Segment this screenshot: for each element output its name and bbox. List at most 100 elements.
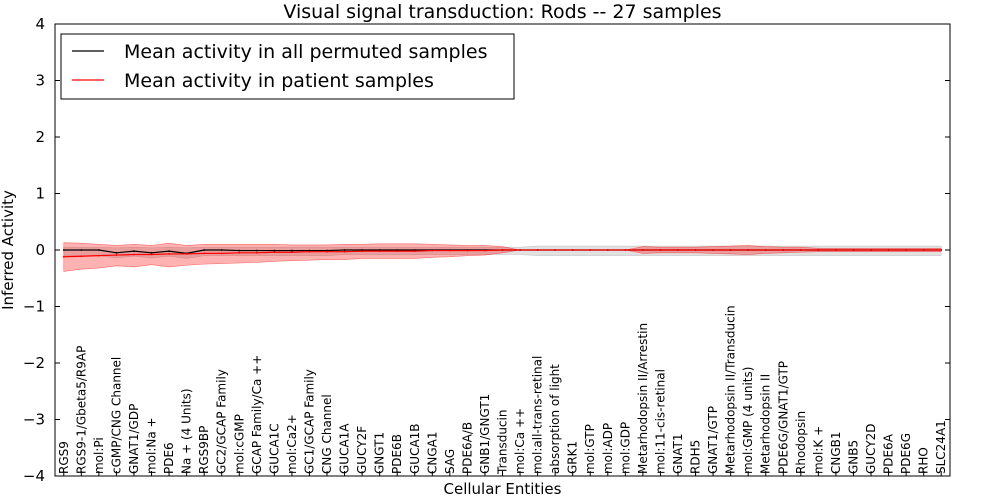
- x-tick-label: GUCY2F: [355, 426, 369, 474]
- x-tick-label: PDE6A: [882, 433, 896, 474]
- x-tick-label: absorption of light: [548, 364, 562, 474]
- data-point: [905, 249, 908, 251]
- x-tick-label: CNGB1: [829, 431, 843, 474]
- data-point: [185, 253, 188, 255]
- band-permuted: [63, 245, 942, 259]
- data-point: [606, 249, 609, 251]
- x-tick-label: RGS9BP: [197, 426, 211, 474]
- data-point: [291, 251, 293, 254]
- x-tick-label: GNAT1/GTP: [706, 406, 720, 474]
- data-point: [817, 249, 820, 251]
- data-point: [255, 251, 258, 254]
- data-point: [291, 249, 293, 252]
- data-point: [203, 252, 206, 255]
- data-point: [361, 250, 364, 253]
- data-point: [747, 249, 750, 251]
- data-point: [922, 249, 925, 251]
- x-tick-label: Metarhodopsin II/Transducin: [724, 305, 738, 474]
- data-point: [799, 249, 802, 251]
- y-tick-label: 3: [35, 72, 45, 90]
- x-tick-label: mol:GTP: [583, 424, 597, 474]
- x-tick-label: Rhodopsin: [794, 411, 808, 474]
- x-tick-label: GNAT1/GDP: [127, 404, 141, 474]
- data-point: [940, 249, 943, 251]
- x-tick-label: GNB5: [846, 440, 860, 474]
- x-tick-label: RGS9-1/Gbeta5/R9AP: [74, 346, 88, 474]
- data-point: [238, 251, 241, 254]
- data-point: [659, 249, 662, 251]
- x-tick-label: mol:Na +: [145, 417, 159, 474]
- data-point: [694, 249, 697, 251]
- data-point: [782, 249, 785, 251]
- x-tick-label: mol:GDP: [618, 422, 632, 474]
- y-tick-label: 2: [35, 128, 45, 146]
- data-point: [835, 249, 837, 251]
- x-tick-label: GUCA1A: [338, 423, 352, 474]
- x-tick-label: Na + (4 Units): [180, 388, 194, 474]
- data-point: [150, 253, 153, 256]
- data-point: [641, 249, 644, 251]
- data-point: [501, 249, 504, 251]
- data-point: [519, 249, 521, 251]
- y-tick-label: 4: [35, 15, 45, 33]
- x-tick-label: GC1/GCAP Family: [302, 369, 316, 474]
- x-tick-label: SAG: [443, 449, 457, 474]
- y-tick-label: 0: [35, 241, 45, 259]
- legend: Mean activity in all permuted samples Me…: [60, 33, 515, 100]
- x-tick-label: mol:Ca ++: [513, 408, 527, 474]
- data-point: [273, 249, 276, 252]
- data-point: [203, 249, 206, 251]
- x-tick-label: RHO: [917, 447, 931, 474]
- x-tick-label: CNG Channel: [320, 394, 334, 474]
- data-point: [220, 252, 223, 255]
- data-point: [677, 249, 679, 251]
- x-tick-label: mol:11-cis-retinal: [653, 369, 667, 474]
- data-point: [80, 249, 83, 251]
- x-tick-label: mol:ADP: [601, 423, 615, 474]
- x-tick-label: mol:GMP (4 units): [741, 367, 755, 474]
- data-point: [466, 249, 469, 252]
- data-point: [168, 250, 170, 253]
- x-tick-label: PDE6: [162, 442, 176, 474]
- x-tick-label: PDE6B: [390, 434, 404, 474]
- data-point: [133, 253, 135, 256]
- x-tick-label: mol:Ca2+: [285, 414, 299, 474]
- data-point: [536, 249, 539, 251]
- data-point: [220, 249, 223, 251]
- x-tick-label: GUCY2D: [864, 424, 878, 474]
- x-tick-label: PDE6A/B: [460, 422, 474, 474]
- x-tick-label: cGMP/CNG Channel: [109, 357, 123, 474]
- data-point: [729, 249, 732, 251]
- x-tick-label: CNGA1: [425, 432, 439, 475]
- chart-title: Visual signal transduction: Rods -- 27 s…: [283, 1, 721, 23]
- data-point: [624, 249, 627, 251]
- y-tick-label: −3: [23, 411, 45, 429]
- data-point: [431, 249, 434, 252]
- data-point: [97, 249, 100, 251]
- data-point: [115, 251, 118, 254]
- x-tick-label: mol:cGMP: [232, 414, 246, 474]
- y-tick-label: 1: [35, 185, 45, 203]
- data-point: [764, 249, 767, 251]
- data-point: [870, 249, 872, 251]
- data-point: [80, 255, 83, 258]
- data-point: [484, 249, 486, 252]
- y-axis-label: Inferred Activity: [0, 190, 17, 310]
- x-tick-label: GUCA1C: [267, 423, 281, 474]
- x-axis-label: Cellular Entities: [444, 480, 562, 498]
- data-point: [326, 250, 328, 253]
- x-tick-label: GCAP Family/Ca ++: [250, 355, 264, 474]
- data-point: [273, 251, 276, 254]
- data-point: [133, 250, 135, 253]
- y-tick-label: −2: [23, 354, 45, 372]
- points-patient: [62, 249, 943, 258]
- x-tick-label: GNB1/GNGT1: [478, 394, 492, 474]
- data-point: [554, 249, 557, 251]
- x-tick-label: mol:Pi: [92, 437, 106, 474]
- data-point: [238, 249, 241, 252]
- data-point: [852, 249, 855, 251]
- data-point: [343, 249, 346, 251]
